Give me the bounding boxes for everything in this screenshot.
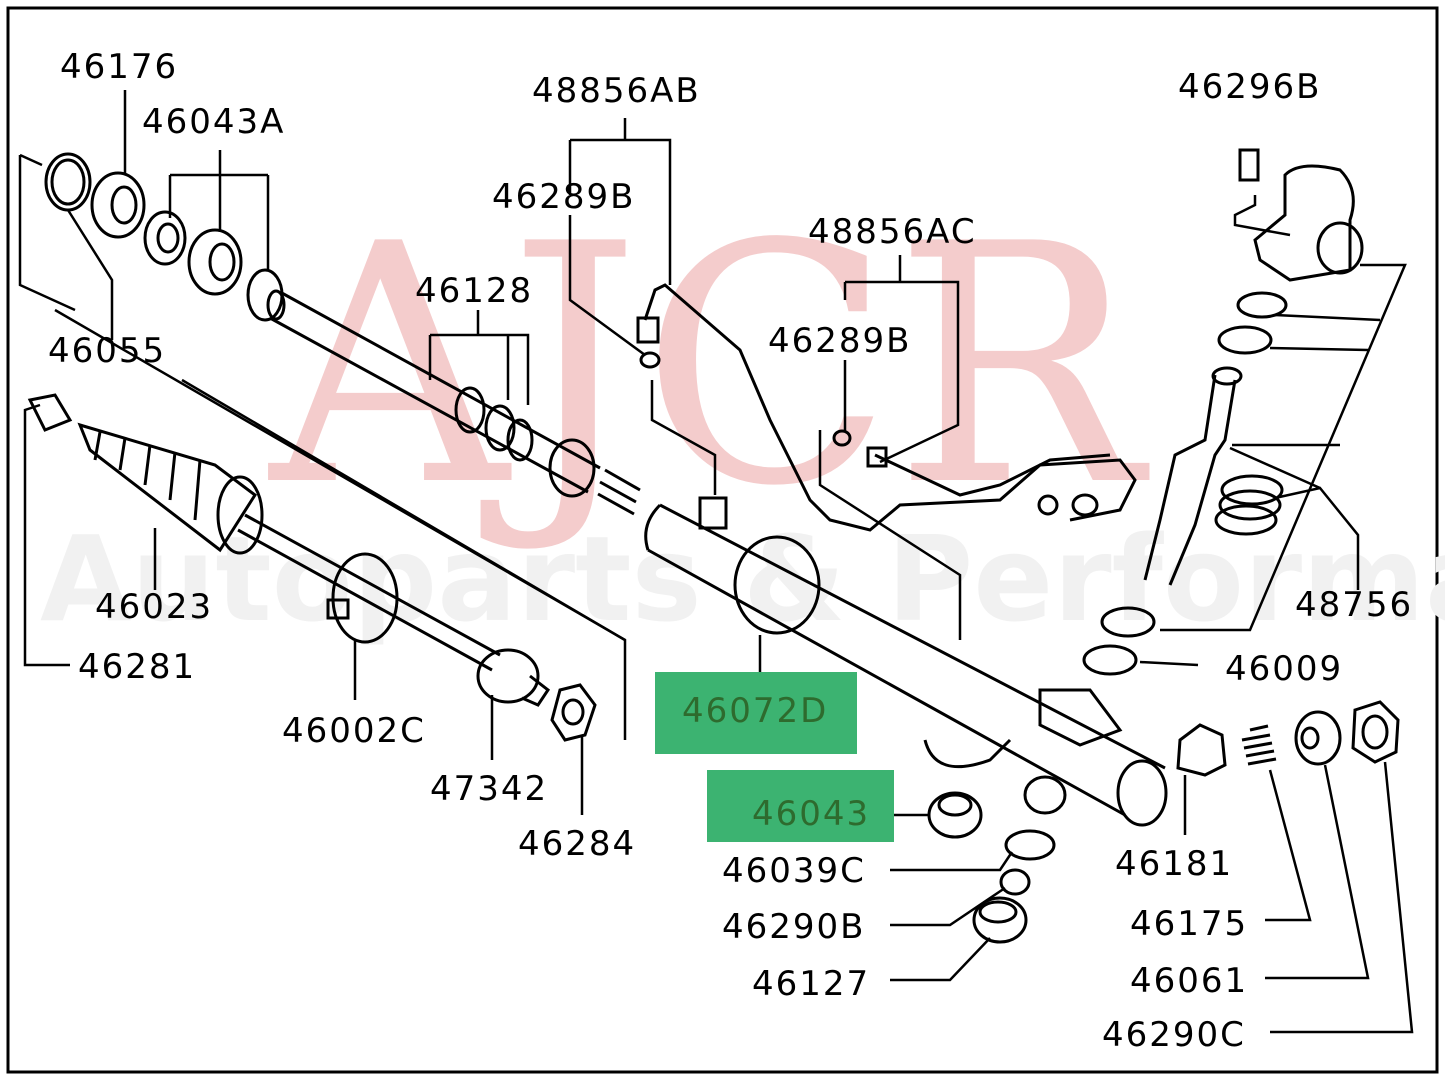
seal-46055 bbox=[44, 152, 92, 212]
label-46043: 46043 bbox=[752, 794, 870, 834]
bushing-46043a-2 bbox=[187, 228, 243, 296]
label-46296b: 46296B bbox=[1178, 67, 1321, 107]
tie-rod-46002c bbox=[237, 513, 501, 672]
label-46289b-2: 46289B bbox=[768, 321, 911, 361]
label-46176: 46176 bbox=[60, 47, 178, 87]
label-46043a: 46043A bbox=[142, 102, 285, 142]
label-46061: 46061 bbox=[1130, 961, 1248, 1001]
yoke-46181 bbox=[1176, 723, 1227, 777]
pipe-48856ab bbox=[636, 283, 1137, 532]
watermark-brand: AJCR bbox=[265, 174, 1151, 558]
label-46023: 46023 bbox=[95, 587, 213, 627]
label-46127: 46127 bbox=[752, 964, 870, 1004]
boot-46023 bbox=[27, 393, 264, 555]
label-46055: 46055 bbox=[48, 331, 166, 371]
spring-46175 bbox=[1241, 724, 1277, 766]
highlight-box-46072d bbox=[655, 672, 857, 754]
cap-46127 bbox=[972, 896, 1028, 944]
plug-46061 bbox=[1294, 710, 1342, 766]
label-46009: 46009 bbox=[1225, 649, 1343, 689]
ball-joint-47342 bbox=[476, 648, 551, 707]
label-46281: 46281 bbox=[78, 647, 196, 687]
pipe-48856ac bbox=[832, 429, 1111, 517]
label-46128: 46128 bbox=[415, 271, 533, 311]
nut-46290c bbox=[1351, 700, 1400, 764]
rack-shaft bbox=[266, 289, 641, 516]
label-46002c: 46002C bbox=[282, 711, 426, 751]
label-46290b: 46290B bbox=[722, 907, 865, 947]
seal-46039c bbox=[1004, 829, 1056, 861]
bearing-46176 bbox=[90, 171, 146, 239]
label-46039c: 46039C bbox=[722, 851, 866, 891]
lock-plate-46284 bbox=[550, 683, 597, 742]
label-48856ac: 48856AC bbox=[808, 212, 977, 252]
leader-lines bbox=[23, 90, 1414, 1034]
label-46175: 46175 bbox=[1130, 904, 1248, 944]
label-46072d: 46072D bbox=[682, 691, 828, 731]
label-48756: 48756 bbox=[1295, 585, 1413, 625]
label-48856ab: 48856AB bbox=[532, 71, 701, 111]
diagram-border bbox=[6, 6, 1439, 1074]
label-46284: 46284 bbox=[518, 824, 636, 864]
pinion-spring bbox=[1214, 474, 1284, 536]
bushing-46043 bbox=[927, 791, 983, 839]
pinion-seals bbox=[1217, 291, 1288, 355]
nut-46290b bbox=[999, 868, 1031, 896]
rack-housing bbox=[644, 496, 1168, 827]
highlight-box-46043 bbox=[707, 770, 894, 842]
bushing-46043a-1 bbox=[143, 210, 187, 266]
label-46290c: 46290C bbox=[1102, 1015, 1246, 1055]
label-46181: 46181 bbox=[1115, 844, 1233, 884]
label-47342: 47342 bbox=[430, 769, 548, 809]
label-46289b: 46289B bbox=[492, 177, 635, 217]
watermark-tagline: Autoparts & Performance bbox=[40, 510, 1445, 648]
pinion-shaft bbox=[1143, 366, 1243, 586]
seal-46009 bbox=[1082, 606, 1156, 676]
pinion-housing-46296b bbox=[1238, 148, 1364, 282]
